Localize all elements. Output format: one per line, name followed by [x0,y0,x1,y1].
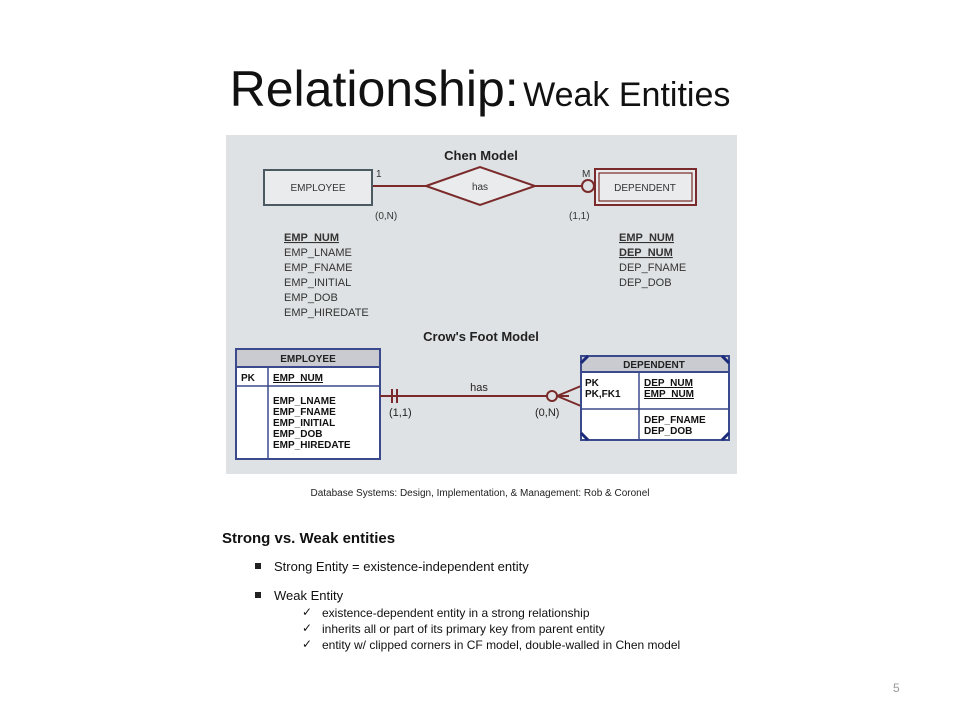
chen-part-right: (1,1) [569,211,590,222]
chen-attr-right: EMP_NUM [619,232,674,244]
chen-relationship-label: has [472,182,488,193]
title-main: Relationship: [229,61,519,117]
chen-dependent-label: DEPENDENT [614,183,676,194]
sub-bullet-text: existence-dependent entity in a strong r… [322,606,590,620]
bullet-strong-text: Strong Entity = existence-independent en… [274,559,529,574]
chen-attr-right: DEP_DOB [619,277,672,289]
sub-bullet-text: entity w/ clipped corners in CF model, d… [322,638,681,652]
cf-employee-pk-label: PK [241,373,256,384]
chen-attr-left: EMP_NUM [284,232,339,244]
cf-crowsfoot-prong [556,385,582,397]
chen-optional-circle [581,179,595,193]
chen-attr-left: EMP_FNAME [284,262,352,274]
cf-card-right: (0,N) [535,407,559,419]
chen-card-right: M [582,169,590,180]
cf-employee-attr: EMP_INITIAL [273,418,335,429]
chen-employee-label: EMPLOYEE [290,183,345,194]
page-number: 5 [893,681,900,695]
slide-title: Relationship: Weak Entities [0,60,960,118]
checkmark-icon: ✓ [302,621,313,635]
chen-part-left: (0,N) [375,211,397,222]
cf-dependent-attr: DEP_DOB [644,426,692,437]
cf-employee-attr: EMP_HIREDATE [273,440,351,451]
sub-bullet: ✓ inherits all or part of its primary ke… [222,621,680,637]
bullet-weak-text: Weak Entity [274,588,344,603]
cf-dependent-key-label: PK,FK1 [585,389,621,400]
square-bullet-icon [255,592,261,598]
chen-card-left: 1 [376,169,382,180]
er-diagram-figure: Chen Model EMPLOYEE has DEPENDENT 1 M (0… [226,135,737,474]
cf-dependent-table [579,354,731,442]
cf-dependent-key-attr: EMP_NUM [644,389,694,400]
cf-employee-attr: EMP_FNAME [273,407,336,418]
cf-title: Crow's Foot Model [423,329,539,344]
chen-relationship-diamond [422,165,539,207]
checkmark-icon: ✓ [302,605,313,619]
chen-attr-right: DEP_FNAME [619,262,686,274]
notes-block: Strong vs. Weak entities Strong Entity =… [222,530,680,653]
cf-dependent-key-attr: DEP_NUM [644,378,693,389]
cf-card-left: (1,1) [389,407,412,419]
cf-crowsfoot-prong [556,395,582,407]
sub-bullet-text: inherits all or part of its primary key … [322,622,605,636]
notes-heading: Strong vs. Weak entities [222,530,396,547]
cf-employee-table [235,348,381,460]
chen-attr-left: EMP_LNAME [284,247,352,259]
cf-optional-circle [546,390,558,402]
cf-employee-attr: EMP_DOB [273,429,322,440]
sub-bullet: ✓ entity w/ clipped corners in CF model,… [222,637,680,653]
chen-dependent-outer [594,168,697,206]
chen-title: Chen Model [444,148,518,163]
chen-attr-left: EMP_DOB [284,292,338,304]
bullet-strong: Strong Entity = existence-independent en… [222,559,680,574]
cf-employee-name: EMPLOYEE [280,354,336,365]
square-bullet-icon [255,563,261,569]
chen-dependent-inner [598,172,693,202]
chen-attr-left: EMP_INITIAL [284,277,351,289]
cf-employee-pk-attr: EMP_NUM [273,373,323,384]
title-sub: Weak Entities [523,76,731,114]
checkmark-icon: ✓ [302,637,313,651]
cf-dependent-name: DEPENDENT [623,360,685,371]
chen-attr-left: EMP_HIREDATE [284,307,369,319]
chen-attr-right: DEP_NUM [619,247,673,259]
cf-dependent-key-label: PK [585,378,600,389]
cf-dependent-attr: DEP_FNAME [644,415,706,426]
bullet-weak: Weak Entity [222,588,680,603]
cf-employee-attr: EMP_LNAME [273,396,336,407]
sub-bullet: ✓ existence-dependent entity in a strong… [222,605,680,621]
chen-employee-entity [263,169,373,206]
figure-caption: Database Systems: Design, Implementation… [310,488,650,499]
cf-relationship-label: has [470,382,488,394]
